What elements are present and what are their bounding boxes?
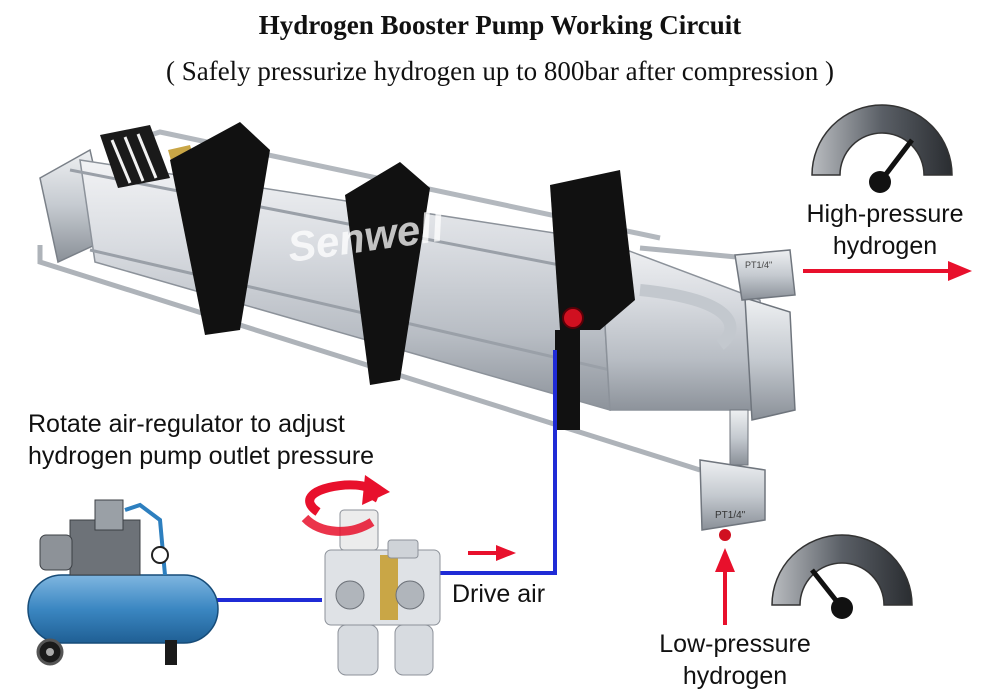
hydrogen-booster-pump: PT1/4" PT1/4" Senwell — [37, 122, 796, 541]
high-pressure-label: High-pressure hydrogen — [806, 200, 964, 260]
mounting-bracket — [345, 162, 430, 385]
compressor-tank — [27, 574, 219, 644]
compressor-motor-cap — [39, 534, 73, 571]
drive-air-label: Drive air — [452, 580, 546, 608]
elbow-tube — [639, 284, 737, 350]
drive-air-port — [562, 307, 584, 329]
low-pressure-label: Low-pressure hydrogen — [659, 630, 811, 690]
flow-arrow-icon — [715, 548, 735, 625]
outlet-port-block — [734, 249, 796, 301]
pressure-gauge-icon — [811, 104, 953, 193]
flow-arrow-icon — [468, 545, 516, 561]
mounting-bracket — [170, 122, 270, 335]
inlet-port-label: PT1/4" — [715, 510, 746, 521]
drive-air-bracket — [550, 170, 635, 330]
page-title: Hydrogen Booster Pump Working Circuit — [258, 10, 742, 40]
filter-bowl — [337, 624, 379, 676]
air-line-regulator-to-pump — [438, 350, 557, 575]
inlet-port — [719, 529, 731, 541]
inlet-port-block — [699, 459, 766, 531]
inlet-fitting — [729, 409, 749, 466]
bracket-leg — [555, 330, 580, 430]
air-compressor — [27, 499, 219, 666]
flow-arrow-icon — [803, 261, 972, 281]
outlet-port-label: PT1/4" — [745, 260, 772, 270]
air-regulator — [324, 509, 441, 676]
compressor-foot — [165, 640, 177, 665]
air-drive-cylinder — [79, 159, 611, 412]
rotate-arrow-icon — [301, 475, 390, 536]
regulator-note-label: Rotate air-regulator to adjust hydrogen … — [28, 410, 375, 470]
compressor-gauge-icon — [151, 546, 169, 564]
compressor-head — [94, 499, 124, 531]
page-subtitle: ( Safely pressurize hydrogen up to 800ba… — [165, 56, 835, 86]
return-tube — [37, 245, 701, 473]
lubricator-bowl — [394, 624, 434, 676]
regulator-clamp — [380, 555, 398, 620]
pressure-gauge-icon — [771, 534, 913, 619]
right-end-block — [744, 296, 796, 421]
